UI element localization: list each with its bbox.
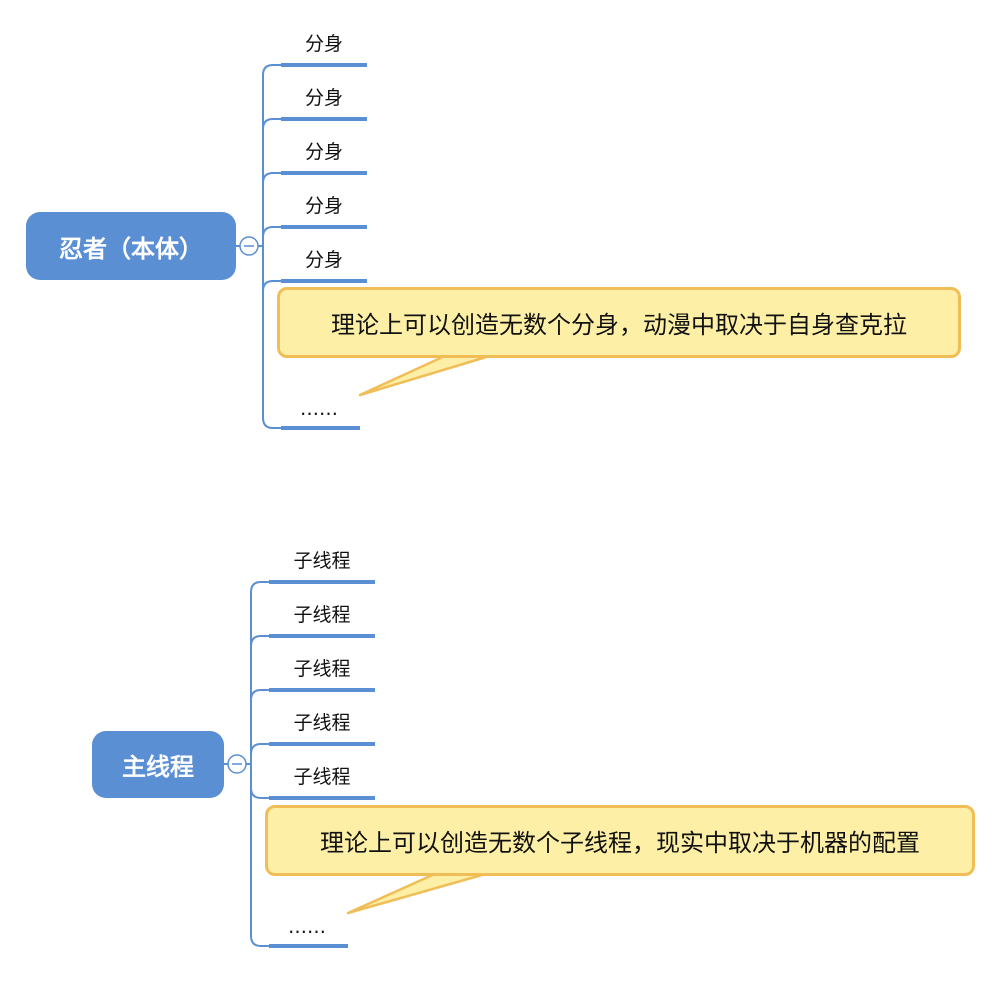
map2-connectors xyxy=(224,581,269,947)
root-node-label: 忍者（本体） xyxy=(59,234,203,263)
callout2-pointer xyxy=(346,871,491,915)
callout1-pointer xyxy=(358,353,495,397)
child-node[interactable]: 子线程 xyxy=(293,658,351,680)
map1-underlines xyxy=(281,63,367,430)
root-node-main-thread[interactable]: 主线程 xyxy=(92,731,224,798)
child-node-ellipsis[interactable]: …… xyxy=(288,916,326,938)
callout-text: 理论上可以创造无数个子线程，现实中取决于机器的配置 xyxy=(320,829,920,857)
map1-connectors xyxy=(236,64,281,429)
child-node-ellipsis[interactable]: …… xyxy=(300,398,338,420)
map1-collapse-toggle-icon[interactable] xyxy=(239,236,259,256)
callout-note[interactable]: 理论上可以创造无数个分身，动漫中取决于自身查克拉 xyxy=(277,287,961,358)
child-node[interactable]: 分身 xyxy=(304,195,343,217)
root-node-label: 主线程 xyxy=(122,753,194,781)
map2-underlines xyxy=(269,580,375,948)
child-node[interactable]: 分身 xyxy=(304,33,343,55)
root-node-ninja[interactable]: 忍者（本体） xyxy=(26,212,236,280)
child-node[interactable]: 子线程 xyxy=(293,712,351,734)
child-node[interactable]: 分身 xyxy=(304,249,343,271)
child-node[interactable]: 子线程 xyxy=(293,604,351,626)
child-node[interactable]: 分身 xyxy=(304,141,343,163)
child-node[interactable]: 子线程 xyxy=(293,550,351,572)
child-node[interactable]: 子线程 xyxy=(293,766,351,788)
callout-text: 理论上可以创造无数个分身，动漫中取决于自身查克拉 xyxy=(331,311,907,339)
child-node[interactable]: 分身 xyxy=(304,87,343,109)
callout-note[interactable]: 理论上可以创造无数个子线程，现实中取决于机器的配置 xyxy=(265,805,975,876)
map2-collapse-toggle-icon[interactable] xyxy=(227,754,247,774)
